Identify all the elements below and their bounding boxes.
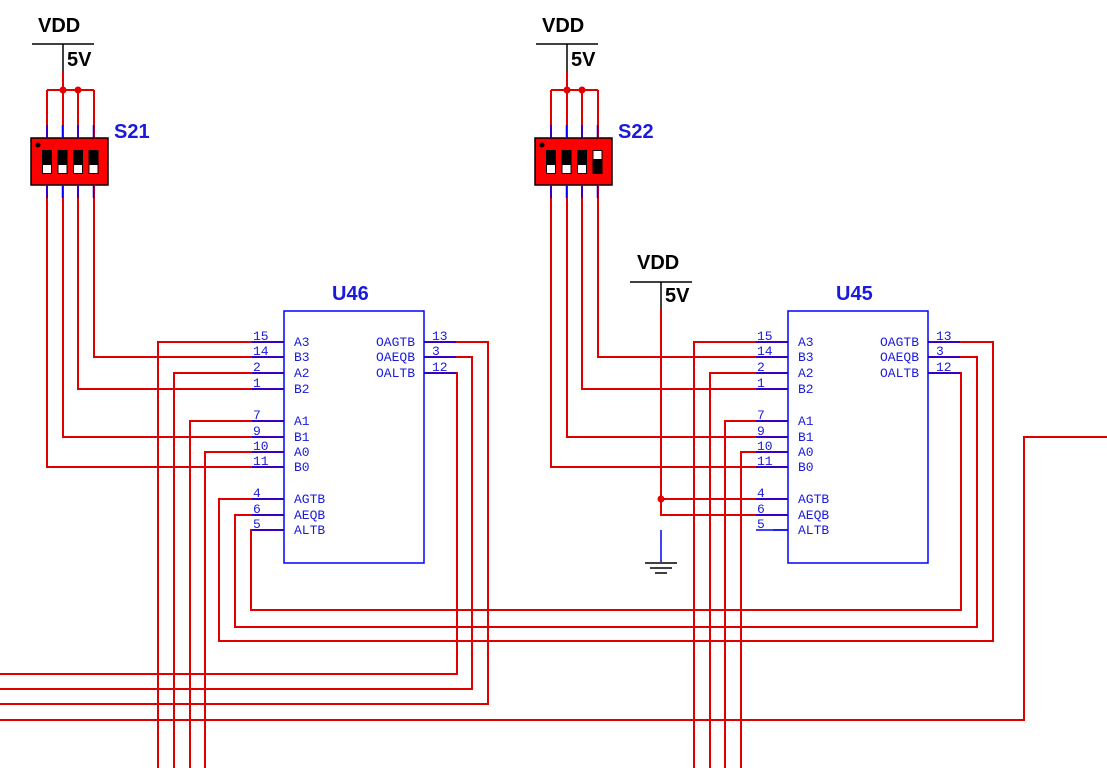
pin-number: 12 [936, 360, 952, 375]
pin-name: ALTB [294, 523, 325, 538]
pin-name: OAGTB [376, 335, 415, 350]
dip-switch-s22[interactable] [534, 125, 613, 198]
pin-number: 9 [253, 424, 261, 439]
pin-number: 13 [432, 329, 448, 344]
pin-number: 1 [253, 376, 261, 391]
chip-u46[interactable]: 15 A3 14 B3 2 A2 1 B2 7 A1 9 B1 10 A0 11 B0 4 AGTB 6 AEQB 5 A… [252, 310, 456, 564]
pin-name: B0 [294, 460, 310, 475]
pin1-marker [35, 142, 41, 148]
pin-name: B1 [294, 430, 310, 445]
pin-number: 13 [936, 329, 952, 344]
pin-name: B1 [798, 430, 814, 445]
pin-number: 2 [253, 360, 261, 375]
pin-name: A3 [798, 335, 814, 350]
switch-toggle[interactable] [546, 150, 556, 174]
switch-ref-s21: S21 [114, 121, 150, 143]
chip-ref-u45: U45 [836, 283, 873, 305]
wire-right-edge [0, 436, 1107, 721]
vdd-symbol-cascade: VDD 5V [630, 252, 692, 310]
pin-number: 2 [757, 360, 765, 375]
pin-number: 3 [936, 344, 944, 359]
pin-name: A2 [798, 366, 814, 381]
pin-name: A0 [294, 445, 310, 460]
wires-s22 [550, 71, 788, 468]
pin-name: ALTB [798, 523, 829, 538]
pin-name: B0 [798, 460, 814, 475]
pin-name: A1 [294, 414, 310, 429]
vdd-voltage: 5V [665, 285, 690, 307]
switch-toggle[interactable] [577, 150, 587, 174]
chip-u45[interactable]: 15 A3 14 B3 2 A2 1 B2 7 A1 9 B1 10 A0 11 B0 4 AGTB 6 AEQB 5 A… [756, 310, 960, 564]
pin-number: 5 [253, 517, 261, 532]
pin-number: 4 [757, 486, 765, 501]
pin-number: 1 [757, 376, 765, 391]
ground-icon [645, 562, 677, 574]
switch-toggle[interactable] [42, 150, 52, 174]
vdd-label: VDD [38, 15, 80, 37]
pin-name: AEQB [294, 508, 325, 523]
pin-name: B2 [294, 382, 310, 397]
pin-name: OALTB [376, 366, 415, 381]
pin-number: 9 [757, 424, 765, 439]
switch-toggle[interactable] [57, 150, 68, 174]
wires-u46-outputs [0, 341, 489, 705]
pin-name: OAGTB [880, 335, 919, 350]
switch-toggle[interactable] [561, 150, 572, 174]
pin-number: 10 [757, 439, 773, 454]
pin1-marker [539, 142, 545, 148]
vdd-voltage: 5V [67, 49, 92, 71]
wires-u45-a-inputs [693, 341, 788, 768]
pin-name: AGTB [798, 492, 829, 507]
switch-toggle[interactable] [73, 150, 83, 174]
pin-name: A2 [294, 366, 310, 381]
pin-number: 3 [432, 344, 440, 359]
wires-cascade-u45-to-u46 [218, 341, 994, 642]
pin-name: A1 [798, 414, 814, 429]
pin-name: B2 [798, 382, 814, 397]
pin-name: OAEQB [880, 350, 919, 365]
pin-number: 14 [253, 344, 269, 359]
vdd-label: VDD [637, 252, 679, 274]
chip-ref-u46: U46 [332, 283, 369, 305]
vdd-symbol-s21: VDD 5V [32, 15, 94, 71]
pin-number: 5 [757, 517, 765, 532]
dip-switch-s21[interactable] [30, 125, 109, 198]
pin-number: 7 [253, 408, 261, 423]
pin-name: AGTB [294, 492, 325, 507]
switch-ref-s22: S22 [618, 121, 654, 143]
pin-number: 14 [757, 344, 773, 359]
pin-number: 10 [253, 439, 269, 454]
pin-name: B3 [798, 350, 814, 365]
pin-name: AEQB [798, 508, 829, 523]
pin-name: OAEQB [376, 350, 415, 365]
pin-number: 11 [757, 454, 773, 469]
pin-name: A0 [798, 445, 814, 460]
switch-toggle[interactable] [88, 150, 99, 174]
pin-name: A3 [294, 335, 310, 350]
pin-name: OALTB [880, 366, 919, 381]
pin-number: 6 [757, 502, 765, 517]
pin-number: 11 [253, 454, 269, 469]
switch-toggle[interactable] [592, 150, 603, 174]
junction-dots [59, 86, 665, 503]
pin-name: B3 [294, 350, 310, 365]
vdd-symbol-s22: VDD 5V [536, 15, 598, 71]
pin-number: 15 [757, 329, 773, 344]
pin-number: 7 [757, 408, 765, 423]
vdd-voltage: 5V [571, 49, 596, 71]
pin-number: 6 [253, 502, 261, 517]
pin-number: 15 [253, 329, 269, 344]
vdd-label: VDD [542, 15, 584, 37]
wires-s21 [46, 71, 284, 468]
pin-number: 4 [253, 486, 261, 501]
pin-number: 12 [432, 360, 448, 375]
